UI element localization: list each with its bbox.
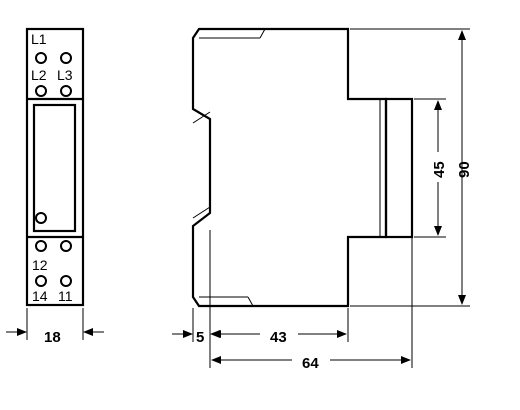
side-front-cover (384, 97, 414, 239)
terminal-label-14: 14 (32, 288, 48, 304)
terminal-label-11: 11 (58, 288, 73, 304)
dim-64-label: 64 (302, 355, 319, 372)
terminal-label-l3: L3 (57, 67, 73, 83)
side-body-outline (191, 27, 388, 308)
front-view: L1 L2 L3 12 14 11 18 (6, 27, 104, 346)
side-view: 90 45 5 43 64 (172, 27, 473, 372)
side-rail-clip-lower (192, 206, 211, 219)
terminal-label-l2: L2 (31, 67, 47, 83)
terminal-12 (35, 240, 47, 252)
terminal-l2 (35, 85, 47, 97)
dim-43-label: 43 (270, 329, 287, 346)
dim-45-label-bg (430, 152, 446, 182)
terminal-top-right (60, 52, 72, 64)
terminal-14 (35, 275, 47, 287)
terminal-l1 (35, 52, 47, 64)
front-body-outline (25, 27, 85, 307)
side-top-bevel (259, 28, 266, 39)
dim-18-label: 18 (44, 329, 61, 346)
dim-45-label: 45 (431, 161, 448, 178)
terminal-11 (60, 275, 72, 287)
side-bottom-bevel (247, 296, 254, 307)
dim-5-label: 5 (196, 329, 204, 346)
terminal-label-l1: L1 (31, 31, 47, 47)
terminal-l3 (60, 85, 72, 97)
terminal-label-12: 12 (32, 257, 48, 273)
front-led-indicator (35, 212, 47, 224)
dim-90-label: 90 (456, 161, 473, 178)
terminal-bottom-right (60, 240, 72, 252)
front-display-window (32, 103, 77, 233)
side-rail-clip-upper (192, 111, 211, 124)
